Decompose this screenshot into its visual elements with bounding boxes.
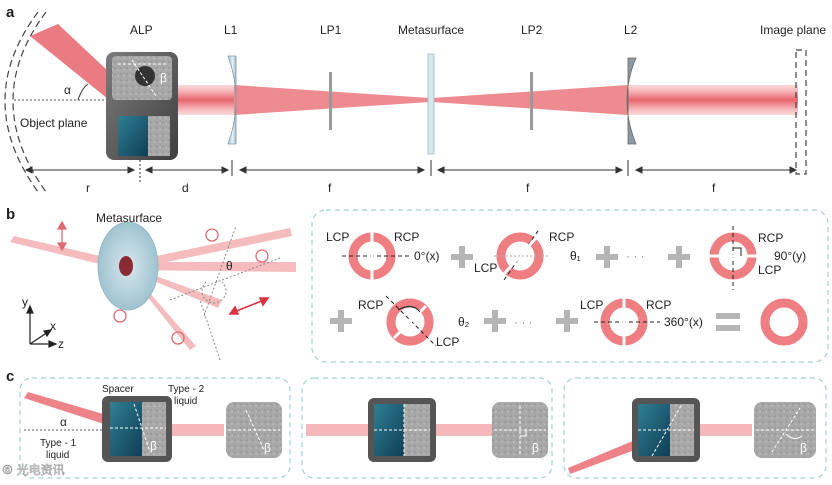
- polarization-arrow-input: [56, 220, 68, 252]
- type2-label: Type - 2: [168, 384, 205, 395]
- state5-rcp: RCP: [646, 298, 671, 312]
- state3-angle: 90°(y): [774, 249, 806, 263]
- panel-label-b: b: [6, 206, 15, 223]
- dim-d: d: [182, 181, 189, 195]
- beam-l2-image: [628, 85, 798, 115]
- state-360deg: [594, 298, 660, 346]
- image-plane-label: Image plane: [760, 23, 826, 37]
- lens-l2: [626, 57, 637, 145]
- metasurface-label-a: Metasurface: [398, 23, 464, 37]
- object-plane-label: Object plane: [20, 116, 88, 130]
- metasurface-plate-a: [427, 53, 435, 155]
- state1-lcp: LCP: [326, 230, 349, 244]
- axis-z-label: z: [58, 337, 64, 351]
- axis-y-label: y: [22, 295, 28, 309]
- dim-r: r: [86, 181, 90, 195]
- state4-lcp: LCP: [436, 335, 459, 349]
- c1-incident-beam: [24, 392, 110, 426]
- state4-rcp: RCP: [358, 298, 383, 312]
- c1-device: [102, 396, 172, 462]
- c3-result-beta: β: [800, 441, 807, 455]
- dim-f3: f: [712, 181, 716, 195]
- c3-device: [632, 398, 700, 462]
- plus-icon: [451, 246, 473, 268]
- equals-icon: [716, 313, 740, 331]
- state3-lcp: LCP: [758, 263, 781, 277]
- l1-label: L1: [224, 23, 238, 37]
- beta-label-a: β: [160, 71, 167, 85]
- c2-result: [492, 402, 548, 458]
- state-theta1: [494, 227, 550, 281]
- alp-label: ALP: [130, 23, 153, 37]
- state5-angle: 360°(x): [664, 315, 703, 329]
- rotation-axes: [169, 225, 281, 361]
- c3-exit-beam: [700, 424, 752, 436]
- panel-label-a: a: [6, 4, 15, 21]
- state2-angle: θ₁: [570, 249, 581, 263]
- alp-device: [106, 52, 178, 160]
- result-ring: [760, 298, 808, 346]
- spacer-label: Spacer: [102, 384, 134, 395]
- lp2-label: LP2: [521, 23, 543, 37]
- plus-icon: [484, 310, 506, 332]
- state-0deg: [342, 232, 410, 280]
- c2-beam: [306, 424, 372, 436]
- polarizer-lp1: [329, 72, 332, 130]
- metasurface-label-b: Metasurface: [96, 211, 162, 225]
- c1-device-beta: β: [150, 439, 157, 453]
- state-theta2: [385, 295, 437, 347]
- image-plane: [795, 49, 807, 175]
- beam-alp-l1: [170, 85, 234, 115]
- type1-liquid-label: liquid: [46, 450, 69, 461]
- c3-incident-beam: [568, 438, 640, 474]
- lens-l1: [227, 55, 237, 145]
- state-90deg: [709, 226, 757, 290]
- c1-alpha: α: [60, 415, 67, 429]
- type1-label: Type - 1: [40, 438, 77, 449]
- ellipsis-1: · · ·: [626, 249, 645, 263]
- dimension-arrows: [24, 160, 798, 182]
- polarization-arrow-output: [228, 297, 270, 315]
- plus-icon: [596, 246, 618, 268]
- panel-c3-frame: [563, 377, 827, 479]
- incident-beam: [30, 24, 124, 112]
- polarization-state-panel: [311, 209, 829, 363]
- state1-rcp: RCP: [394, 230, 419, 244]
- c1-result: [226, 402, 282, 458]
- alpha-label-a: α: [64, 83, 71, 97]
- theta-label-b: θ: [226, 259, 233, 273]
- c3-result: [754, 402, 816, 458]
- plus-icon: [556, 310, 578, 332]
- alpha-arc-a: [77, 83, 89, 101]
- state5-lcp: LCP: [580, 298, 603, 312]
- lp1-label: LP1: [320, 23, 342, 37]
- ellipsis-2: · · ·: [514, 315, 533, 329]
- state3-rcp: RCP: [758, 231, 783, 245]
- watermark: ⑥ 光电资讯: [2, 463, 65, 477]
- state4-angle: θ₂: [458, 315, 470, 329]
- plus-icon: [668, 246, 690, 268]
- c1-exit-beam: [166, 424, 224, 436]
- panel-c2-frame: [301, 377, 553, 479]
- c1-result-beta: β: [264, 441, 271, 455]
- l2-label: L2: [624, 23, 638, 37]
- c2-device: [368, 398, 436, 462]
- coordinate-axes: [26, 304, 58, 348]
- polarizer-lp2: [530, 72, 533, 130]
- plus-icon: [330, 310, 352, 332]
- state2-rcp: RCP: [549, 230, 574, 244]
- axis-x-label: x: [50, 319, 56, 333]
- type2-liquid-label: liquid: [174, 396, 197, 407]
- metasurface-disk: [97, 221, 159, 311]
- c2-result-beta: β: [532, 441, 539, 455]
- dim-f2: f: [526, 181, 530, 195]
- state1-angle: 0°(x): [414, 249, 439, 263]
- state2-lcp: LCP: [474, 261, 497, 275]
- circular-polarization-icons: [113, 228, 269, 345]
- c2-exit-beam: [436, 424, 494, 436]
- dim-f1: f: [328, 181, 332, 195]
- panel-label-c: c: [6, 368, 14, 385]
